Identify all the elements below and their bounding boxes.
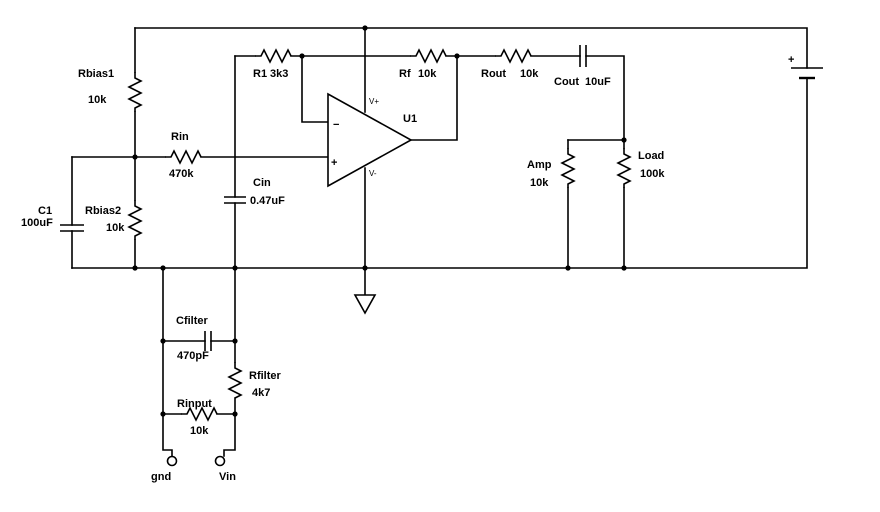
resistor-rinput [181,406,218,422]
terminal-vin: Vin [214,455,236,483]
rin-name: Rin [171,131,189,143]
gnd-lead-wire [162,267,173,457]
cout-value: 10uF [585,76,611,88]
opamp-output-wire [410,55,458,141]
junction-amp-rail [565,265,571,271]
rbias2-name: Rbias2 [85,205,121,217]
rout-name: Rout [481,68,506,80]
opamp-vminus-label: V- [369,169,377,178]
rf-value: 10k [418,68,437,80]
r1-value: 3k3 [270,68,288,80]
rf-name: Rf [399,68,411,80]
junction-load-rail [621,265,627,271]
cfilter-name: Cfilter [176,315,209,327]
vin-lead-wire [223,397,236,457]
r1-name: R1 [253,68,267,80]
resistor-rbias1 [127,72,143,112]
capacitor-cfilter [204,331,212,351]
wires [71,27,808,457]
opamp-vplus-label: V+ [369,97,379,106]
capacitor-c1 [60,224,84,232]
load-value: 100k [640,168,665,180]
load-name: Load [638,150,664,162]
junction-inverting [299,53,305,59]
junction-bias-ground [132,265,138,271]
rfilter-name: Rfilter [249,370,282,382]
c1-name: C1 [38,205,52,217]
junction-cfilter-right [232,338,238,344]
junction-cfilter-left [160,338,166,344]
amp-name: Amp [527,159,552,171]
c1-value: 100uF [21,217,53,229]
resistor-r1 [255,48,292,64]
opamp-triangle [327,92,413,188]
bottom-rail-wire [71,77,808,269]
amp-value: 10k [530,177,549,189]
opamp-noninverting-sign: + [331,157,337,169]
rbias2-value: 10k [106,222,125,234]
junction-output [454,53,460,59]
top-rail-wire [134,27,808,69]
battery-plus-sign: + [788,54,794,66]
junction-bias-node [132,154,138,160]
cin-value: 0.47uF [250,195,285,207]
component-labels: Rbias1 10k Rbias2 10k C1 100uF Rin 470k … [21,68,665,437]
rfilter-value: 4k7 [252,387,270,399]
junction-cin-rail [232,265,238,271]
opamp-inverting-sign: − [333,119,339,131]
resistor-rfilter [227,362,243,399]
battery-symbol: + [788,54,823,80]
junction-vplus-rail [362,25,368,31]
resistor-rin [165,149,202,165]
ground-symbol [353,294,377,315]
rbias1-name: Rbias1 [78,68,114,80]
rout-value: 10k [520,68,539,80]
cout-name: Cout [554,76,579,88]
capacitor-cin [224,196,246,204]
junction-gnd-rail [160,265,166,271]
junction-rinput-right [232,411,238,417]
junction-rinput-left [160,411,166,417]
cfilter-value: 470pF [177,350,209,362]
rinput-name: Rinput [177,398,212,410]
junction-vminus-rail [362,265,368,271]
junction-dots [132,25,627,417]
opamp-u1: − + V+ V- U1 [327,92,417,188]
rin-value: 470k [169,168,194,180]
rinput-value: 10k [190,425,209,437]
resistor-rout [495,48,532,64]
terminal-vin-label: Vin [219,471,236,483]
opamp-designator: U1 [403,113,417,125]
resistor-load [616,148,632,188]
inverting-input-wire [301,55,331,123]
junction-load-top [621,137,627,143]
cout-load-wire [585,55,625,141]
resistor-rf [410,48,447,64]
rbias1-value: 10k [88,94,107,106]
resistor-rbias2 [127,200,143,240]
terminal-gnd: gnd [151,455,178,483]
resistor-amp [560,148,576,188]
cin-name: Cin [253,177,271,189]
capacitor-cout [579,45,587,67]
terminal-gnd-label: gnd [151,471,171,483]
